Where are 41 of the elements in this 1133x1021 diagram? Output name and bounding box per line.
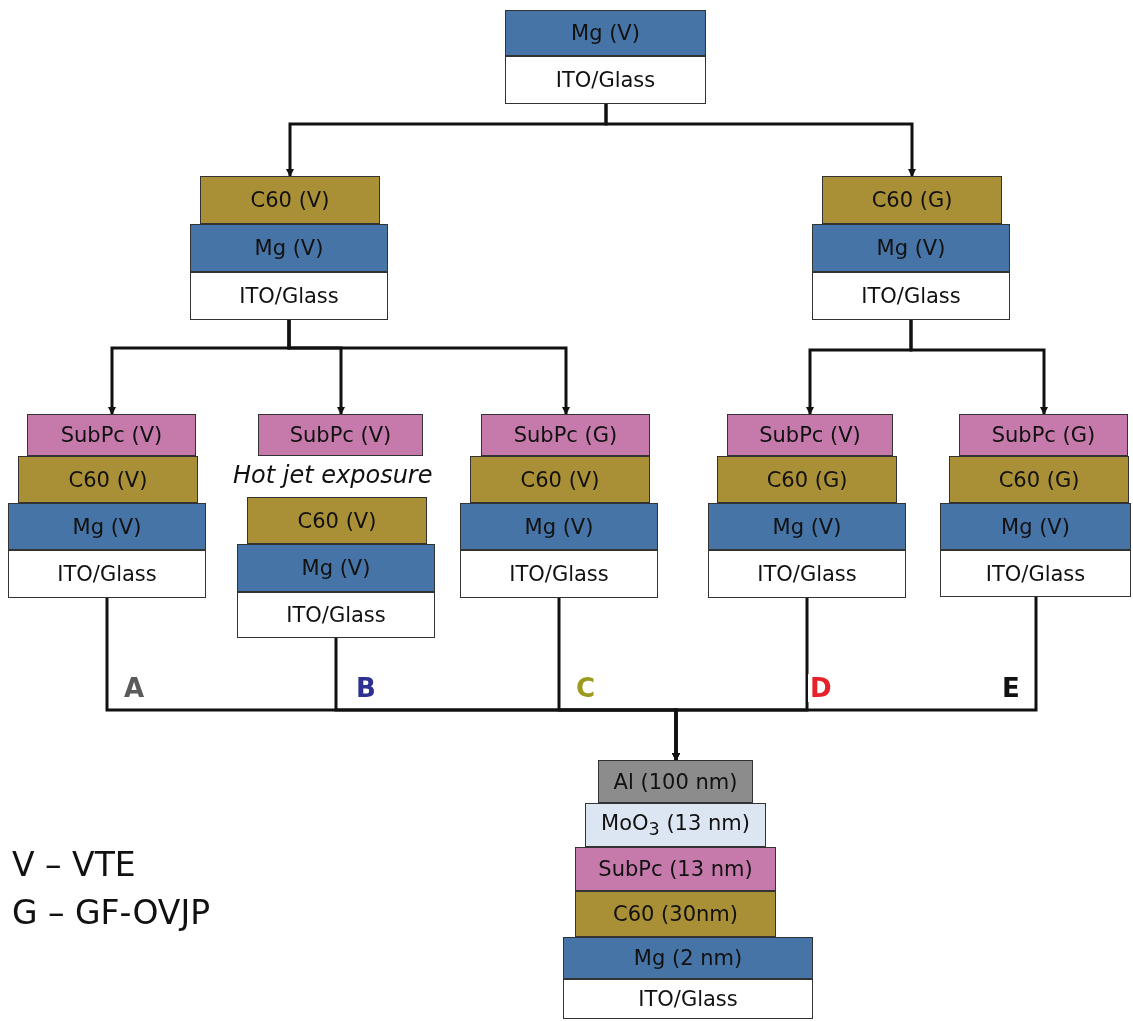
layer-box: SubPc (G) — [959, 414, 1128, 456]
layer-box: Mg (V) — [812, 224, 1010, 272]
layer-box: C60 (G) — [717, 456, 897, 503]
layer-box: ITO/Glass — [812, 272, 1010, 320]
layer-box: Mg (V) — [460, 503, 658, 550]
layer-box: Al (100 nm) — [598, 760, 753, 803]
layer-box: C60 (V) — [200, 176, 380, 224]
layer-box: SubPc (V) — [727, 414, 893, 456]
layer-box: Mg (V) — [8, 503, 206, 550]
layer-box: SubPc (V) — [27, 414, 196, 456]
layer-box: C60 (V) — [470, 456, 650, 503]
layer-box: Mg (2 nm) — [563, 937, 813, 979]
layer-box: ITO/Glass — [505, 56, 706, 104]
layer-box: Mg (V) — [708, 503, 906, 550]
layer-box: Mg (V) — [237, 544, 435, 592]
edge-label: D — [808, 674, 834, 702]
layer-box: ITO/Glass — [563, 979, 813, 1019]
arrow — [287, 320, 570, 415]
layer-box: ITO/Glass — [8, 550, 206, 598]
layer-box: SubPc (V) — [258, 414, 423, 456]
layer-box: ITO/Glass — [708, 550, 906, 598]
layer-box: ITO/Glass — [190, 272, 388, 320]
layer-box: C60 (V) — [18, 456, 198, 503]
layer-box: C60 (G) — [822, 176, 1002, 224]
arrow — [909, 320, 1048, 415]
layer-box: ITO/Glass — [940, 550, 1131, 597]
layer-box: Mg (V) — [190, 224, 388, 272]
annotation-text: Hot jet exposure — [233, 461, 433, 489]
layer-box: SubPc (G) — [481, 414, 650, 456]
legend-text: G – GF-OVJP — [12, 893, 211, 932]
layer-box: C60 (30nm) — [575, 891, 776, 937]
layer-box: ITO/Glass — [460, 550, 658, 598]
layer-box: Mg (V) — [505, 10, 706, 56]
layer-box: ITO/Glass — [237, 592, 435, 638]
layer-box: SubPc (13 nm) — [575, 847, 776, 891]
layer-box: Mg (V) — [940, 503, 1131, 550]
layer-box: C60 (G) — [949, 456, 1129, 503]
layer-box: C60 (V) — [247, 497, 427, 544]
arrow — [604, 104, 916, 177]
legend-text: V – VTE — [12, 845, 136, 884]
layer-box: MoO$_{3}$ (13 nm) — [585, 803, 766, 847]
